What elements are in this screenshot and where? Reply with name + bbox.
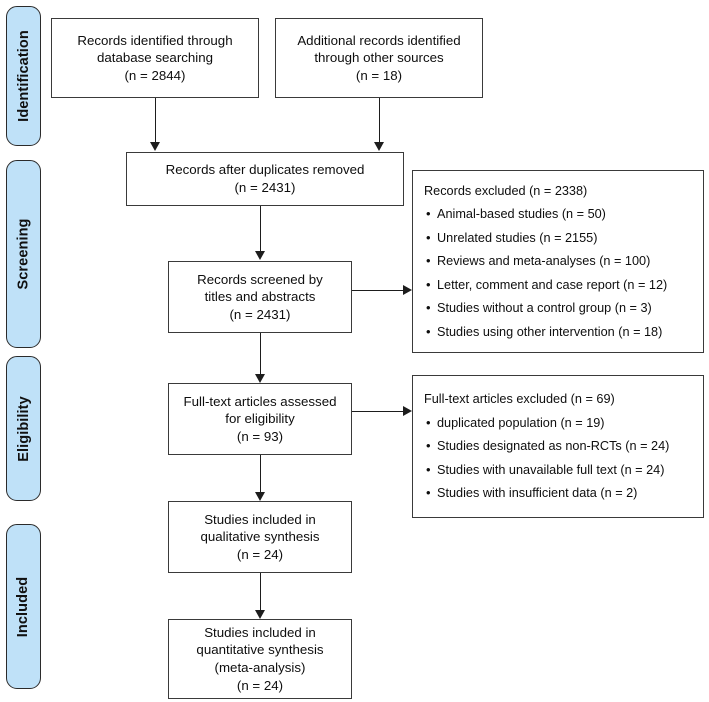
stage-label-included: Included [15,576,32,637]
node-qualitative-synthesis: Studies included in qualitative synthesi… [168,501,352,573]
connector-screened-to-fulltext [260,333,261,375]
arrowhead-screened-to-fulltext [254,374,265,383]
node-line: Studies included in [204,624,316,640]
records-excluded-item: • Studies without a control group (n = 3) [424,300,652,317]
node-fulltext-excluded: Full-text articles excluded (n = 69) • du… [412,375,704,518]
node-line: (meta-analysis) [214,660,306,675]
stage-tab-identification: Identification [6,6,41,146]
bullet-icon: • [426,206,431,222]
records-excluded-item: • Animal-based studies (n = 50) [424,206,606,223]
bullet-icon: • [426,229,431,245]
bullet-icon: • [426,461,431,477]
item-label: Unrelated studies (n = 2155) [437,230,598,245]
connector-db-to-duplicates [155,98,156,143]
stage-tab-eligibility: Eligibility [6,356,41,501]
bullet-icon: • [426,323,431,339]
records-excluded-item: • Unrelated studies (n = 2155) [424,230,597,247]
fulltext-excluded-item: • Studies with unavailable full text (n =… [424,462,664,479]
node-line: database searching [96,50,214,66]
item-label: duplicated population (n = 19) [437,415,605,430]
item-label: Studies without a control group (n = 3) [437,301,652,316]
bullet-icon: • [426,276,431,292]
stage-tab-screening: Screening [6,160,41,348]
fulltext-excluded-heading: Full-text articles excluded (n = 69) [424,392,615,407]
node-line: Additional records identified [297,32,461,48]
node-records-screened: Records screened by titles and abstracts… [168,261,352,333]
node-line: through other sources [314,50,444,66]
fulltext-excluded-item: • Studies with insufficient data (n = 2) [424,485,637,502]
node-line: (n = 18) [355,67,403,83]
arrowhead-screened-to-excluded [403,284,412,295]
records-excluded-item: • Letter, comment and case report (n = 12… [424,277,667,294]
node-line: (n = 24) [236,546,284,562]
node-line: qualitative synthesis [200,529,320,545]
bullet-icon: • [426,300,431,316]
node-line: (n = 2431) [229,306,291,322]
arrowhead-fulltext-to-excluded [403,405,412,416]
fulltext-excluded-item: • Studies designated as non-RCTs (n = 24) [424,438,669,455]
item-label: Studies with unavailable full text (n = … [437,462,665,477]
node-line: (n = 2431) [234,180,296,195]
bullet-icon: • [426,485,431,501]
node-quantitative-synthesis: Studies included in quantitative synthes… [168,619,352,699]
node-line: titles and abstracts [204,289,316,305]
fulltext-excluded-item: • duplicated population (n = 19) [424,415,605,432]
records-excluded-heading: Records excluded (n = 2338) [424,183,588,198]
node-line: for eligibility [225,411,295,427]
records-excluded-item: • Reviews and meta-analyses (n = 100) [424,253,650,270]
node-line: Records identified through [77,32,233,48]
stage-tab-included: Included [6,524,41,689]
stage-label-screening: Screening [15,218,32,290]
node-line: (n = 2844) [124,67,186,83]
arrowhead-duplicates-to-screened [254,251,265,260]
item-label: Animal-based studies (n = 50) [437,207,606,222]
connector-other-to-duplicates [379,98,380,143]
connector-screened-to-excluded [352,290,404,291]
item-label: Reviews and meta-analyses (n = 100) [437,254,651,269]
connector-qualitative-to-quantitative [260,573,261,611]
bullet-icon: • [426,414,431,430]
bullet-icon: • [426,438,431,454]
item-label: Studies with insufficient data (n = 2) [437,486,638,501]
arrowhead-fulltext-to-qualitative [254,492,265,501]
node-fulltext-assessed: Full-text articles assessed for eligibil… [168,383,352,455]
connector-fulltext-to-excluded [352,411,404,412]
records-excluded-item: • Studies using other intervention (n = 1… [424,324,662,341]
item-label: Studies designated as non-RCTs (n = 24) [437,439,670,454]
arrowhead-db-to-duplicates [149,142,160,151]
stage-label-identification: Identification [15,30,32,122]
node-records-excluded: Records excluded (n = 2338) • Animal-base… [412,170,704,353]
node-additional-records-other-sources: Additional records identified through ot… [275,18,483,98]
node-line: Full-text articles assessed [183,393,337,409]
node-records-identified-database: Records identified through database sear… [51,18,259,98]
arrowhead-other-to-duplicates [373,142,384,151]
connector-fulltext-to-qualitative [260,455,261,493]
node-line: (n = 93) [236,428,284,444]
bullet-icon: • [426,253,431,269]
node-line: quantitative synthesis [196,642,324,658]
stage-label-eligibility: Eligibility [15,395,32,462]
node-line: Records screened by [197,271,323,287]
arrowhead-qualitative-to-quantitative [254,610,265,619]
node-line: Records after duplicates removed [165,162,365,178]
item-label: Studies using other intervention (n = 18… [437,324,663,339]
node-line: (n = 24) [236,677,284,693]
connector-duplicates-to-screened [260,206,261,252]
item-label: Letter, comment and case report (n = 12) [437,277,668,292]
node-line: Studies included in [204,511,316,527]
node-records-after-duplicates-removed: Records after duplicates removed (n = 24… [126,152,404,206]
